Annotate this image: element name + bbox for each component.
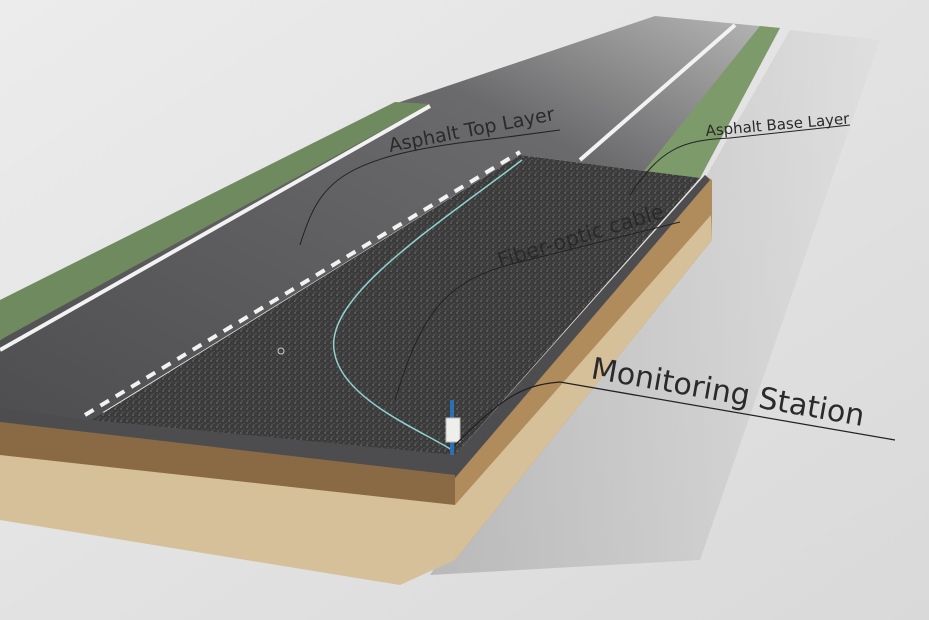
edge-line <box>0 104 431 352</box>
grass-left <box>0 102 430 340</box>
marker-icon <box>277 347 285 355</box>
far-lane-line <box>578 23 737 162</box>
center-dashed-line <box>83 150 522 417</box>
fiber-optic-cable <box>332 159 523 451</box>
asphalt-base-layer <box>92 155 700 455</box>
leader-monitoring-station <box>454 381 896 446</box>
leader-fiber-cable <box>394 221 681 401</box>
leader-asphalt-base <box>629 124 851 196</box>
asphalt-top-layer <box>0 16 780 420</box>
leader-asphalt-top <box>299 129 561 246</box>
grass-right <box>640 26 780 178</box>
monitoring-station-icon <box>445 400 461 455</box>
layer-cross-section <box>0 175 712 585</box>
